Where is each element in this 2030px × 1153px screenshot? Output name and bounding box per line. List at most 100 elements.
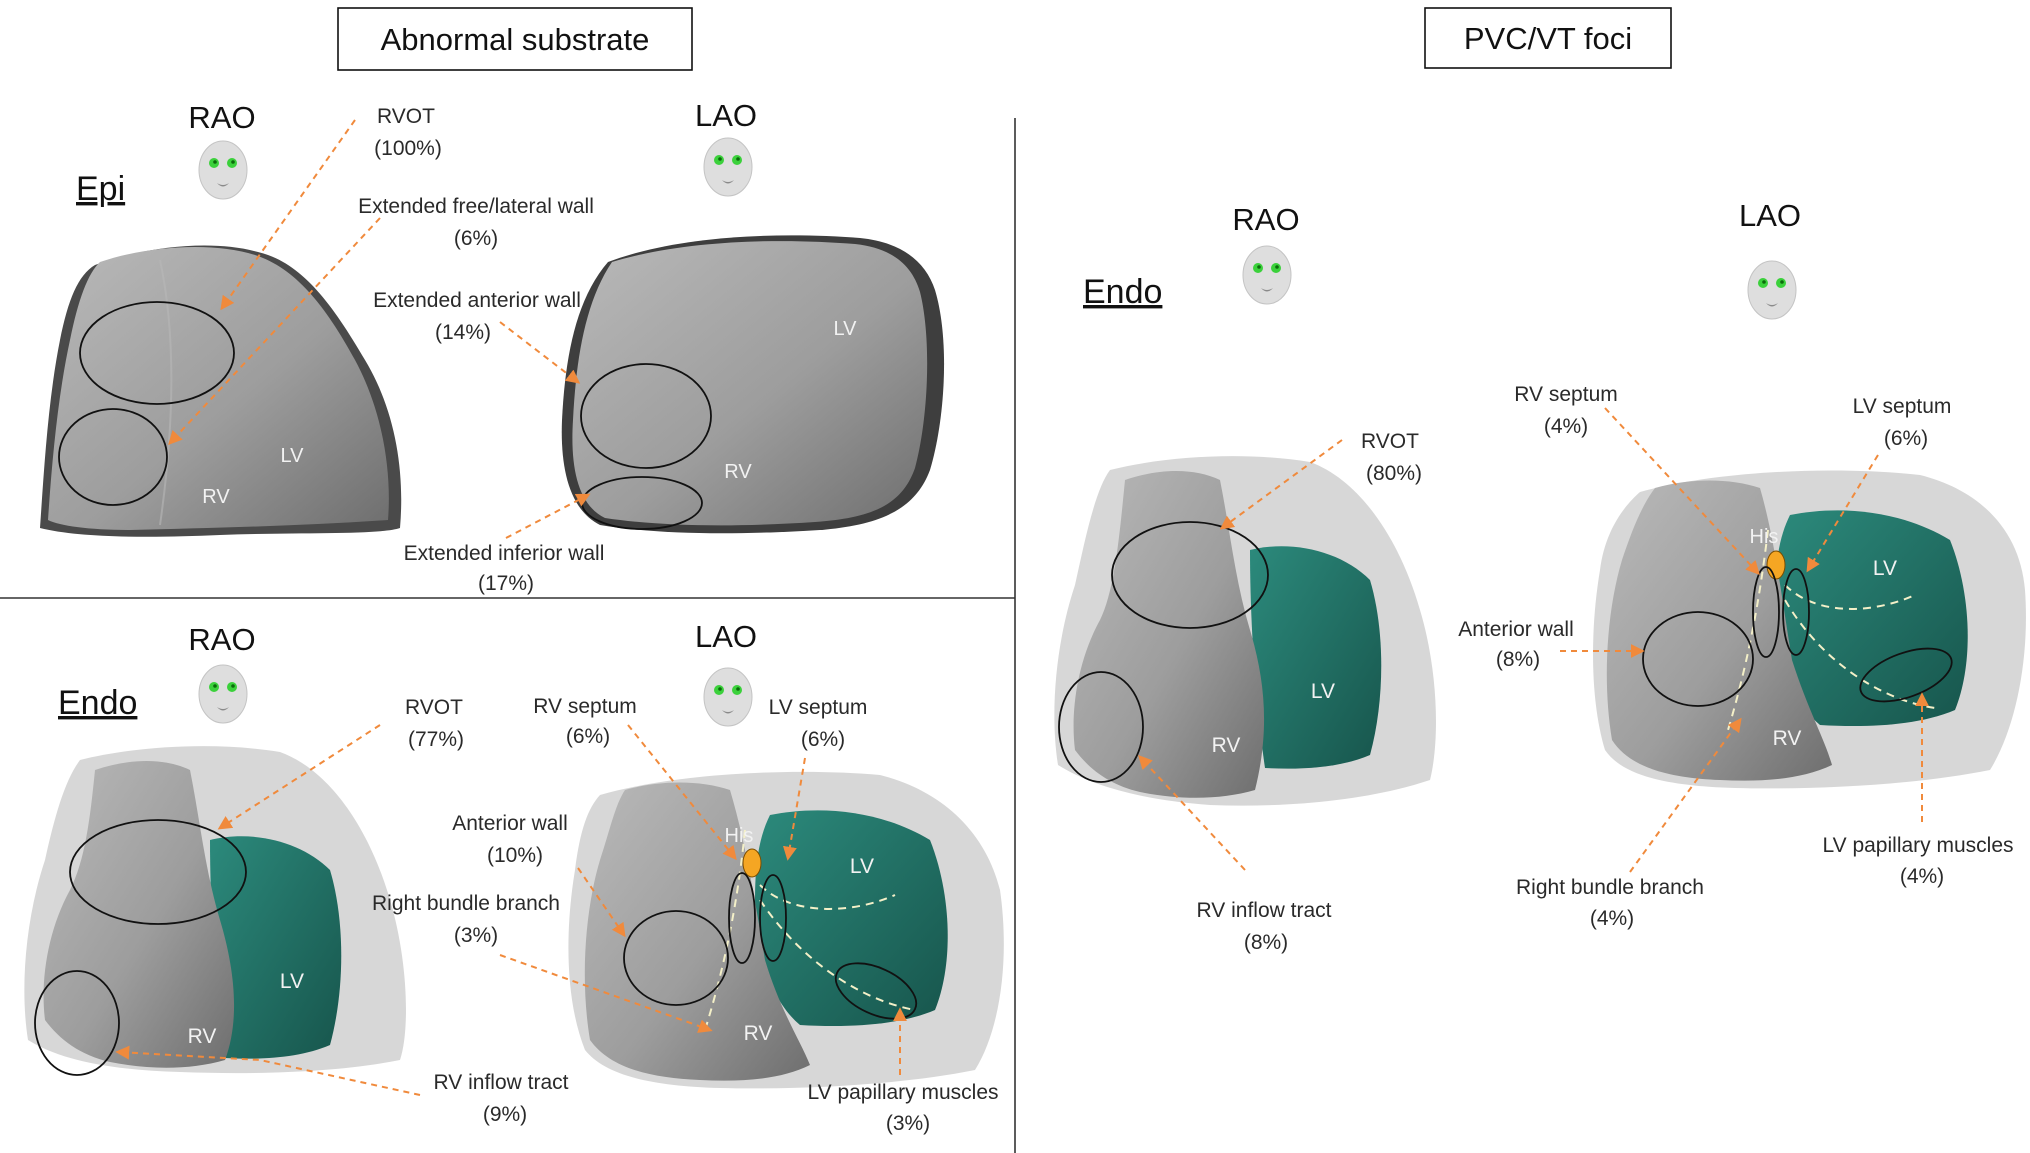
endo-lv-septum-name: LV septum [769,696,868,719]
foci-rv-septum-name: RV septum [1514,383,1618,406]
foci-papillary-pct: (4%) [1900,865,1944,888]
endo-rvot-pct: (77%) [408,728,464,751]
epi-lao-lv-label: LV [834,318,858,340]
foci-rao-view-label: RAO [1232,202,1299,237]
epi-annotation-free-wall: Extended free/lateral wall (6%) [358,195,594,250]
foci-anterior-name: Anterior wall [1458,618,1574,641]
epi-rao-rvot-circle [79,301,235,405]
foci-rv-inflow-arrow [1138,754,1246,871]
endo-papillary-name: LV papillary muscles [807,1081,998,1104]
endo-lao-papillary-circle [834,962,918,1020]
endo-lao-heart: His LV RV [568,771,1004,1089]
endo-annotation-rvot: RVOT (77%) [405,696,464,751]
foci-title-box: PVC/VT foci [1424,7,1672,69]
epi-anterior-name: Extended anterior wall [373,289,581,312]
endo-anterior-pct: (10%) [487,844,543,867]
endo-rao-rvot-circle [69,819,247,925]
foci-lao-his-label: His [1750,526,1779,548]
epi-free-wall-arrow [168,217,381,446]
foci-rao-lv-label: LV [1311,680,1335,703]
endo-rvot-arrow [217,724,381,830]
endo-lao-his-marker [742,848,762,878]
epi-lao-face-icon [703,137,753,197]
endo-papillary-pct: (3%) [886,1112,930,1135]
endo-annotation-rbb: Right bundle branch (3%) [372,892,560,947]
endo-annotation-rv-septum: RV septum (6%) [533,695,637,748]
foci-annotation-rvot: RVOT (80%) [1361,430,1422,485]
foci-rao-rvot-circle [1111,521,1269,629]
foci-lv-septum-arrow [1806,454,1879,573]
endo-rv-inflow-name: RV inflow tract [434,1071,569,1094]
endo-annotation-papillary: LV papillary muscles (3%) [807,1081,998,1135]
endo-lao-view-label: LAO [695,619,757,654]
foci-rv-septum-arrow [1604,407,1760,576]
foci-annotation-anterior: Anterior wall (8%) [1458,618,1574,671]
foci-annotation-rv-septum: RV septum (4%) [1514,383,1618,438]
foci-anterior-pct: (8%) [1496,648,1540,671]
foci-rao-face-icon [1242,245,1292,305]
epi-lao-anterior-circle [580,363,712,469]
endo-rv-inflow-arrow [115,1045,421,1096]
foci-lao-his-marker [1766,550,1786,580]
epi-inferior-arrow [505,493,591,539]
endo-annotation-rv-inflow: RV inflow tract (9%) [434,1071,569,1126]
epi-free-wall-pct: (6%) [454,227,498,250]
foci-lao-heart: His LV RV [1593,470,2026,789]
endo-lao-rv-septum-circle [728,872,756,964]
foci-annotation-papillary: LV papillary muscles (4%) [1822,834,2013,888]
epi-rao-free-wall-circle [58,408,168,506]
epi-lao-heart: LV RV [561,235,945,534]
foci-rv-septum-pct: (4%) [1544,415,1588,438]
endo-lao-face-icon [703,667,753,727]
foci-rbb-name: Right bundle branch [1516,876,1704,899]
foci-rvot-pct: (80%) [1366,462,1422,485]
epi-rvot-arrow [220,119,356,311]
foci-lv-septum-name: LV septum [1853,395,1952,418]
endo-lao-his-label: His [725,825,754,847]
endo-lao-lv-septum-circle [759,874,787,962]
endo-lv-septum-pct: (6%) [801,728,845,751]
foci-lao-lv-label: LV [1873,557,1897,580]
endo-rv-septum-pct: (6%) [566,725,610,748]
endo-rao-heart: LV RV [24,746,406,1076]
epi-rao-face-icon [198,140,248,200]
foci-rao-heart: LV RV [1054,456,1436,806]
endo-rao-face-icon [198,664,248,724]
epi-rao-lv-label: LV [281,445,305,467]
foci-rv-inflow-name: RV inflow tract [1197,899,1332,922]
foci-lao-rv-septum-circle [1752,566,1780,658]
foci-rbb-arrow [1629,717,1742,873]
endo-rbb-pct: (3%) [454,924,498,947]
epi-rvot-name: RVOT [377,105,435,128]
endo-rvot-name: RVOT [405,696,463,719]
foci-rvot-arrow [1219,439,1343,530]
foci-papillary-name: LV papillary muscles [1822,834,2013,857]
epi-rao-view-label: RAO [188,100,255,135]
epi-inferior-pct: (17%) [478,572,534,595]
epi-rvot-pct: (100%) [374,137,442,160]
foci-annotation-rbb: Right bundle branch (4%) [1516,876,1704,930]
epi-free-wall-name: Extended free/lateral wall [358,195,594,218]
endo-lao-lv-label: LV [850,855,874,878]
endo-annotation-lv-septum: LV septum (6%) [769,696,868,751]
foci-lao-face-icon [1747,260,1797,320]
foci-lao-anterior-circle [1642,611,1754,707]
endo-rv-inflow-pct: (9%) [483,1103,527,1126]
epi-annotation-rvot: RVOT (100%) [374,105,442,160]
epi-annotation-anterior: Extended anterior wall (14%) [373,289,581,344]
epi-anterior-pct: (14%) [435,321,491,344]
foci-lao-rv-label: RV [1773,727,1802,750]
substrate-title: Abnormal substrate [381,22,650,57]
foci-rbb-pct: (4%) [1590,907,1634,930]
epi-anterior-arrow [499,321,581,384]
foci-rv-inflow-pct: (8%) [1244,931,1288,954]
foci-lao-papillary-circle [1859,647,1953,703]
epi-lao-rv-label: RV [724,461,752,483]
foci-title: PVC/VT foci [1464,21,1632,56]
endo-anterior-name: Anterior wall [452,812,568,835]
foci-rvot-name: RVOT [1361,430,1419,453]
foci-annotation-lv-septum: LV septum (6%) [1853,395,1952,450]
endo-anterior-arrow [577,867,626,938]
foci-annotation-rv-inflow: RV inflow tract (8%) [1197,899,1332,954]
